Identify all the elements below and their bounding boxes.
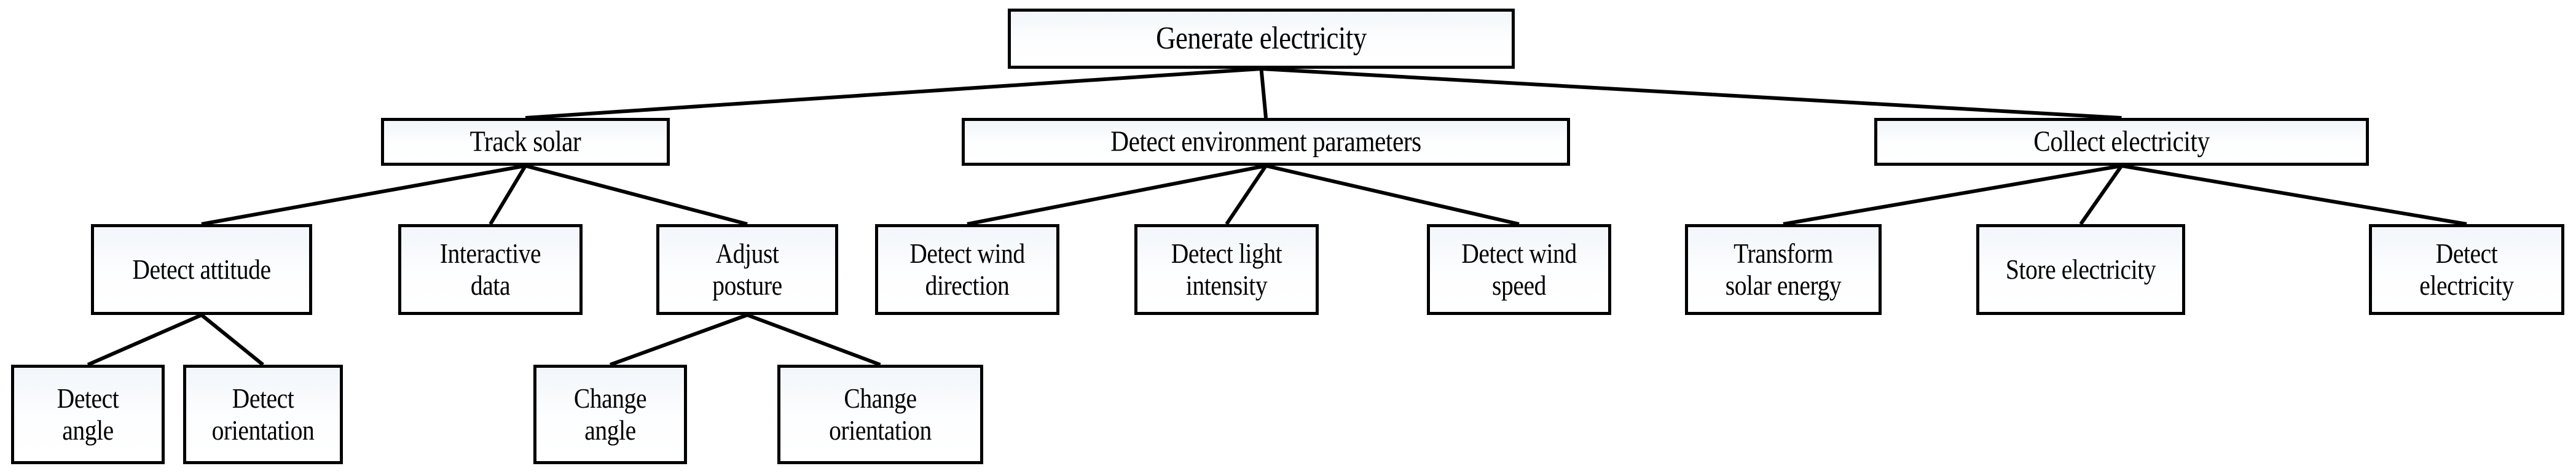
node-root[interactable]: Generate electricity (1008, 9, 1515, 69)
node-store-electricity[interactable]: Store electricity (1976, 224, 2185, 315)
node-label-adjust-posture: Adjust posture (712, 238, 782, 301)
node-label-detect-attitude: Detect attitude (132, 254, 271, 286)
node-label-detect-wind-speed: Detect wind speed (1461, 238, 1577, 301)
node-label-detect-orientation: Detect orientation (211, 383, 315, 446)
connector-line-collect-electricity-to-transform-solar-energy (1783, 164, 2122, 226)
node-detect-light-intensity[interactable]: Detect light intensity (1134, 224, 1319, 315)
connector-line-adjust-posture-to-change-orientation (746, 313, 881, 367)
node-label-detect-angle: Detect angle (57, 383, 119, 446)
connector-line-collect-electricity-to-detect-electricity (2121, 164, 2467, 226)
node-detect-environment-parameters[interactable]: Detect environment parameters (962, 118, 1570, 166)
node-detect-electricity[interactable]: Detect electricity (2369, 224, 2564, 315)
node-label-change-angle: Change angle (573, 383, 647, 446)
node-label-change-orientation: Change orientation (829, 383, 932, 446)
node-label-detect-electricity: Detect electricity (2419, 238, 2514, 301)
connector-line-detect-attitude-to-detect-angle (87, 313, 203, 367)
connector-line-root-to-track-solar (525, 67, 1262, 120)
node-adjust-posture[interactable]: Adjust posture (656, 224, 838, 315)
node-detect-orientation[interactable]: Detect orientation (183, 365, 343, 464)
node-detect-attitude[interactable]: Detect attitude (91, 224, 312, 315)
connector-line-root-to-collect-electricity (1261, 67, 2122, 120)
node-label-track-solar: Track solar (469, 125, 581, 158)
connector-line-adjust-posture-to-change-angle (609, 313, 748, 367)
node-detect-wind-direction[interactable]: Detect wind direction (875, 224, 1059, 315)
node-detect-angle[interactable]: Detect angle (11, 365, 165, 464)
connector-line-detect-environment-parameters-to-detect-light-intensity (1225, 165, 1268, 225)
node-change-angle[interactable]: Change angle (533, 365, 687, 464)
node-detect-wind-speed[interactable]: Detect wind speed (1427, 224, 1611, 315)
node-label-detect-light-intensity: Detect light intensity (1171, 238, 1282, 301)
node-label-root: Generate electricity (1156, 20, 1367, 56)
connector-line-track-solar-to-interactive-data (489, 165, 527, 225)
node-change-orientation[interactable]: Change orientation (777, 365, 983, 464)
connector-line-detect-attitude-to-detect-orientation (200, 313, 264, 367)
connector-line-detect-environment-parameters-to-detect-wind-direction (967, 164, 1266, 226)
node-interactive-data[interactable]: Interactive data (398, 224, 583, 315)
node-transform-solar-energy[interactable]: Transform solar energy (1685, 224, 1882, 315)
connector-line-detect-environment-parameters-to-detect-wind-speed (1265, 164, 1520, 226)
connector-line-track-solar-to-detect-attitude (201, 164, 526, 226)
node-label-transform-solar-energy: Transform solar energy (1725, 238, 1842, 301)
node-label-detect-environment-parameters: Detect environment parameters (1110, 125, 1421, 158)
connector-line-collect-electricity-to-store-electricity (2079, 165, 2123, 225)
node-track-solar[interactable]: Track solar (381, 118, 670, 166)
connector-line-root-to-detect-environment-parameters (1259, 68, 1268, 118)
node-label-store-electricity: Store electricity (2005, 254, 2156, 286)
node-label-detect-wind-direction: Detect wind direction (909, 238, 1025, 301)
connector-line-track-solar-to-adjust-posture (525, 164, 748, 226)
node-label-interactive-data: Interactive data (439, 238, 541, 301)
node-label-collect-electricity: Collect electricity (2033, 125, 2210, 158)
node-collect-electricity[interactable]: Collect electricity (1874, 118, 2369, 166)
